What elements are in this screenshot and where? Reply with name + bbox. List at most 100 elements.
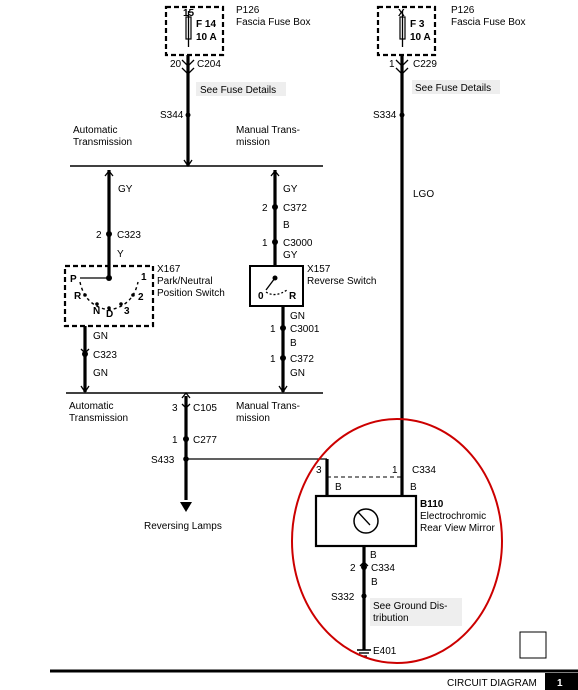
upper-auto-label-2: Transmission [73, 137, 132, 148]
mirror-pin-left: 3 [316, 465, 322, 476]
connector-label: C334 [412, 465, 436, 476]
wire-color-label: GY [118, 184, 133, 195]
connector-pin-label: 1 [270, 324, 276, 335]
splice-label: S344 [160, 110, 184, 121]
arrow-down-icon [180, 502, 192, 512]
mirror-pin-right: 1 [392, 465, 398, 476]
fuse-box-code: P126 [236, 5, 260, 16]
fuse-box-name: Fascia Fuse Box [236, 17, 310, 28]
connector-pin-label: 1 [172, 435, 178, 446]
right-feed-wire: See Fuse Details S334 LGO [373, 55, 500, 470]
wire-break-mark [278, 385, 288, 394]
upper-manual-label-2: mission [236, 137, 270, 148]
mirror-code: B110 [420, 499, 444, 510]
fuse-pin-label: X [398, 8, 405, 19]
connector-dot [280, 325, 286, 331]
fuse-details-ref-box [412, 80, 500, 94]
switch-name: Reverse Switch [307, 276, 376, 287]
right-branch: GY 2 C372 B 1 C3000 GY 0 R X157 Reverse … [249, 169, 376, 394]
wire-color-label: B [335, 482, 342, 493]
reversing-lamps-label: Reversing Lamps [144, 521, 222, 532]
connector-dot [280, 355, 286, 361]
connector-label: C229 [413, 59, 437, 70]
splice-dot [399, 112, 405, 118]
connector-chevron [181, 59, 195, 67]
switch-name-1: Park/Neutral [157, 276, 213, 287]
center-wire: 3 C105 1 C277 S433 Reversing Lamps [144, 391, 327, 532]
fuse-rating-label: 10 A [196, 32, 217, 43]
switch-pos-3: 3 [124, 306, 130, 317]
wire-color-label: B [283, 220, 290, 231]
fuse-box-left-outline [164, 5, 225, 57]
mirror-name-1: Electrochromic [420, 511, 486, 522]
footer-title: CIRCUIT DIAGRAM [447, 678, 537, 689]
switch-name-2: Position Switch [157, 288, 225, 299]
switch-code: X167 [157, 264, 181, 275]
connector-pin-label: 20 [170, 59, 182, 70]
wire-color-label: B [370, 550, 377, 561]
connector-dot [361, 564, 367, 570]
switch-contact [107, 306, 111, 310]
connector-label: C323 [117, 230, 141, 241]
fuse-box-left: 15 F 14 10 A P126 Fascia Fuse Box 20 C20… [164, 5, 310, 70]
connector-chevron [395, 67, 409, 75]
splice-dot [185, 112, 191, 118]
page-corner-box [519, 631, 547, 659]
connector-pin-label: 2 [350, 563, 356, 574]
splice-label: S334 [373, 110, 397, 121]
wire-break-mark [181, 391, 191, 399]
ground-ref-line-2: tribution [373, 613, 409, 624]
wire-break-mark [104, 169, 114, 177]
connector-label: C334 [371, 563, 395, 574]
switch-pos-0: 0 [258, 291, 264, 302]
switch-contact [95, 302, 99, 306]
fuse-details-ref-box [196, 82, 286, 96]
splice-dot [361, 593, 367, 599]
ground-ref-line-1: See Ground Dis- [373, 601, 447, 612]
ground-ref-box [370, 598, 462, 626]
fuse-box-code: P126 [451, 5, 475, 16]
connector-label: C277 [193, 435, 217, 446]
switch-contact [119, 302, 123, 306]
splice-label: S433 [151, 455, 175, 466]
connector-label: C204 [197, 59, 221, 70]
connector-dot [183, 436, 189, 442]
fuse-name-label: F 14 [196, 19, 216, 30]
connector-dot [106, 231, 112, 237]
switch-contact [83, 293, 87, 297]
connector-chevron [181, 403, 191, 409]
connector-pin-label: 3 [172, 403, 178, 414]
upper-auto-label-1: Automatic [73, 125, 117, 136]
wire-color-label: B [290, 338, 297, 349]
fuse-rating-label: 10 A [410, 32, 431, 43]
wire-color-label: GY [283, 184, 298, 195]
wire-break-mark [80, 385, 90, 394]
wire-color-label: GN [290, 311, 305, 322]
left-feed-wire: See Fuse Details S344 [160, 55, 286, 168]
park-neutral-switch-outline [63, 264, 155, 328]
connector-label: C372 [290, 354, 314, 365]
connector-pin-label: 2 [96, 230, 102, 241]
switch-pos-r: R [74, 291, 82, 302]
mirror-section: 3 1 C334 B B B110 Electrochromic Rear Vi… [314, 459, 495, 657]
connector-pin-label: 1 [389, 59, 395, 70]
connector-chevron [359, 561, 369, 567]
wire-color-label: GN [290, 368, 305, 379]
fuse-details-ref-right: See Fuse Details [415, 83, 491, 94]
page-number: 1 [557, 678, 563, 689]
connector-chevron [395, 59, 409, 67]
connector-label: C3000 [283, 238, 313, 249]
connector-label: C105 [193, 403, 217, 414]
wire-color-label: GN [93, 331, 108, 342]
lower-auto-label-2: Transmission [69, 413, 128, 424]
lower-auto-label-1: Automatic [69, 401, 113, 412]
connector-label: C372 [283, 203, 307, 214]
connector-dot [272, 204, 278, 210]
wire-color-label: B [410, 482, 417, 493]
fuse-details-ref-left: See Fuse Details [200, 85, 276, 96]
upper-manual-label-1: Manual Trans- [236, 125, 300, 136]
ground-label: E401 [373, 646, 397, 657]
wire-color-label: LGO [413, 189, 434, 200]
lower-manual-label-1: Manual Trans- [236, 401, 300, 412]
